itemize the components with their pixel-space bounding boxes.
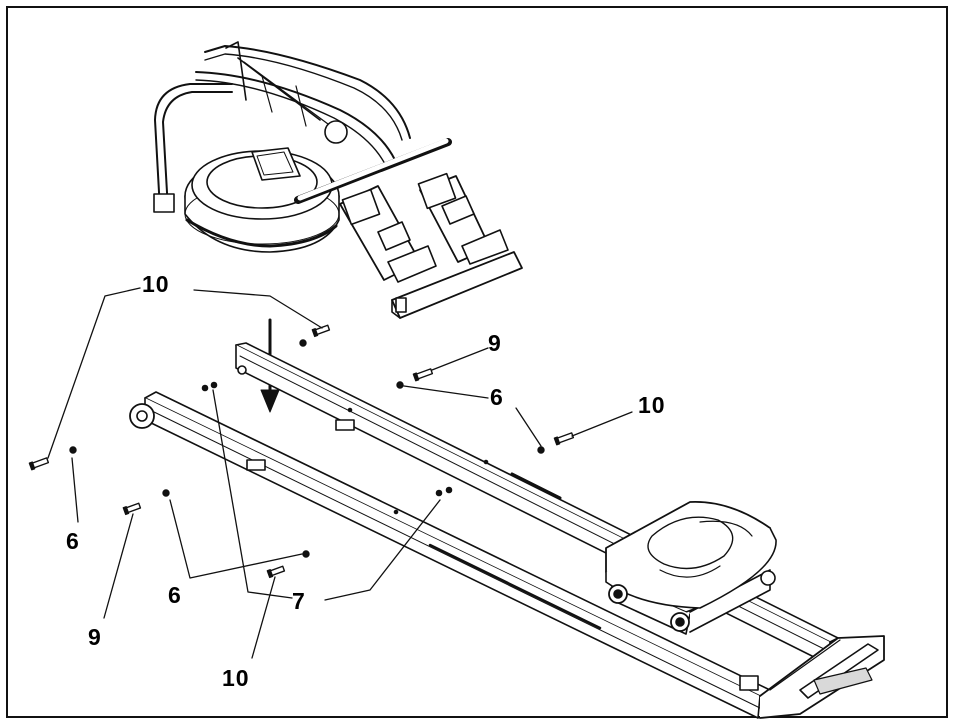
hardware-parts — [28, 324, 575, 579]
callout-10-right: 10 — [638, 392, 666, 418]
bolt-top-right — [311, 324, 331, 338]
bolt-left — [28, 457, 50, 471]
callout-6-right: 6 — [490, 384, 504, 410]
water-tank-unit — [153, 41, 523, 319]
callout-10-top-left: 10 — [142, 271, 170, 297]
bolt-10-right — [553, 432, 575, 446]
bolt-9-right — [412, 368, 434, 382]
callout-10-bottom: 10 — [222, 665, 250, 691]
diagram-border — [6, 6, 948, 718]
callout-9-bottom: 9 — [88, 624, 102, 650]
callout-7-mid: 7 — [292, 588, 306, 614]
leader-lines — [47, 287, 633, 659]
bolt-10-bottom — [266, 565, 286, 579]
rail-assembly — [129, 342, 885, 719]
callout-9-right: 9 — [488, 330, 502, 356]
callout-6-mid: 6 — [168, 582, 182, 608]
callout-6-left: 6 — [66, 528, 80, 554]
bolt-9-left — [122, 502, 142, 516]
